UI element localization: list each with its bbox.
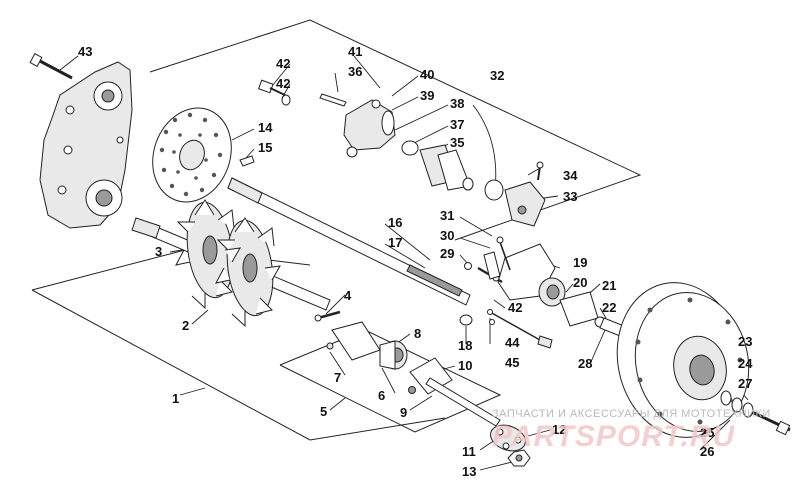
- callout-37: 37: [450, 117, 464, 132]
- callout-24: 24: [738, 356, 753, 371]
- callout-36: 36: [348, 64, 362, 79]
- bolt-27: [751, 410, 791, 436]
- nut-13: [507, 449, 531, 467]
- brake-disc: [152, 107, 232, 203]
- group-5-frame: [279, 329, 502, 433]
- callout-44: 43: [78, 44, 92, 59]
- watermark-logo: PARTSPORT.RU: [492, 420, 735, 453]
- callout-46: 45: [505, 355, 519, 370]
- callout-39: 39: [420, 88, 434, 103]
- callout-34: 34: [563, 168, 578, 183]
- jackshaft: [227, 177, 471, 306]
- callout-19: 19: [573, 255, 587, 270]
- callout-43: 42: [276, 56, 290, 71]
- callout-12: 12: [552, 422, 566, 437]
- driven-pulley: [616, 282, 750, 438]
- speed-sensor: [487, 309, 553, 349]
- screw-34: [536, 161, 544, 181]
- washer-24: [720, 390, 732, 406]
- callout-25: 25: [700, 425, 714, 440]
- callout-20: 20: [573, 275, 587, 290]
- callout-42b: 42: [508, 300, 522, 315]
- callout-13: 13: [462, 464, 476, 479]
- washer-18: [459, 314, 473, 326]
- callout-35: 35: [450, 135, 464, 150]
- callout-27: 27: [738, 376, 752, 391]
- pin-36: [319, 93, 347, 107]
- callout-18: 18: [458, 338, 472, 353]
- callout-15: 15: [258, 140, 272, 155]
- callout-2: 2: [182, 318, 189, 333]
- drive-shaft-assembly: [131, 199, 331, 328]
- washer-26: [742, 402, 754, 418]
- callout-28: 28: [578, 356, 592, 371]
- callout-45: 44: [505, 335, 520, 350]
- bearing-housing-19: [497, 243, 566, 307]
- callout-38: 38: [450, 96, 464, 111]
- group-1-frame-lower: [31, 289, 446, 441]
- callout-16: 16: [388, 215, 402, 230]
- flange-21: [559, 291, 599, 327]
- key-15: [239, 155, 255, 167]
- callout-31: 31: [440, 208, 454, 223]
- bolt-43: [258, 79, 291, 106]
- linkage: [464, 236, 511, 283]
- callout-labels: 43 42 42 41 36 40 39 38 37 35 32 34 33 1…: [78, 44, 753, 479]
- callout-8: 8: [414, 326, 421, 341]
- bolt-44: [29, 53, 73, 80]
- chaincase-housing: [39, 61, 133, 229]
- bolt-head: [326, 342, 334, 350]
- callout-26: 26: [700, 444, 714, 459]
- group-32-frame: [149, 19, 642, 241]
- watermark: ЗАПЧАСТИ И АКСЕССУАРЫ ДЛЯ МОТОТЕХНИКИ PA…: [492, 408, 771, 453]
- washer-25: [731, 397, 743, 413]
- callout-30: 30: [440, 228, 454, 243]
- callout-29: 29: [440, 246, 454, 261]
- callout-3: 3: [155, 244, 162, 259]
- callout-6: 6: [378, 388, 385, 403]
- idler-shaft: [425, 377, 501, 427]
- callout-14: 14: [258, 120, 273, 135]
- callout-4: 4: [344, 288, 352, 303]
- callout-7: 7: [334, 370, 341, 385]
- callout-33: 33: [563, 189, 577, 204]
- callout-42a: 42: [276, 76, 290, 91]
- callout-32: 32: [490, 68, 504, 83]
- callout-10: 10: [458, 358, 472, 373]
- callout-11: 11: [462, 444, 476, 459]
- callout-22: 22: [602, 300, 616, 315]
- callout-9: 9: [400, 405, 407, 420]
- callout-1: 1: [172, 391, 179, 406]
- callout-41: 41: [348, 44, 362, 59]
- brake-caliper: [343, 99, 546, 227]
- callout-17: 17: [388, 235, 402, 250]
- nut-9: [408, 386, 416, 394]
- watermark-caption: ЗАПЧАСТИ И АКСЕССУАРЫ ДЛЯ МОТОТЕХНИКИ: [492, 408, 771, 420]
- bearing-flange-7: [331, 321, 381, 361]
- callout-23: 23: [738, 334, 752, 349]
- callout-5: 5: [320, 404, 327, 419]
- callout-40: 40: [420, 67, 434, 82]
- bolt-4: [314, 310, 341, 322]
- bearing-8: [379, 340, 408, 370]
- sprocket-hub-12: [490, 424, 526, 452]
- callout-21: 21: [602, 278, 616, 293]
